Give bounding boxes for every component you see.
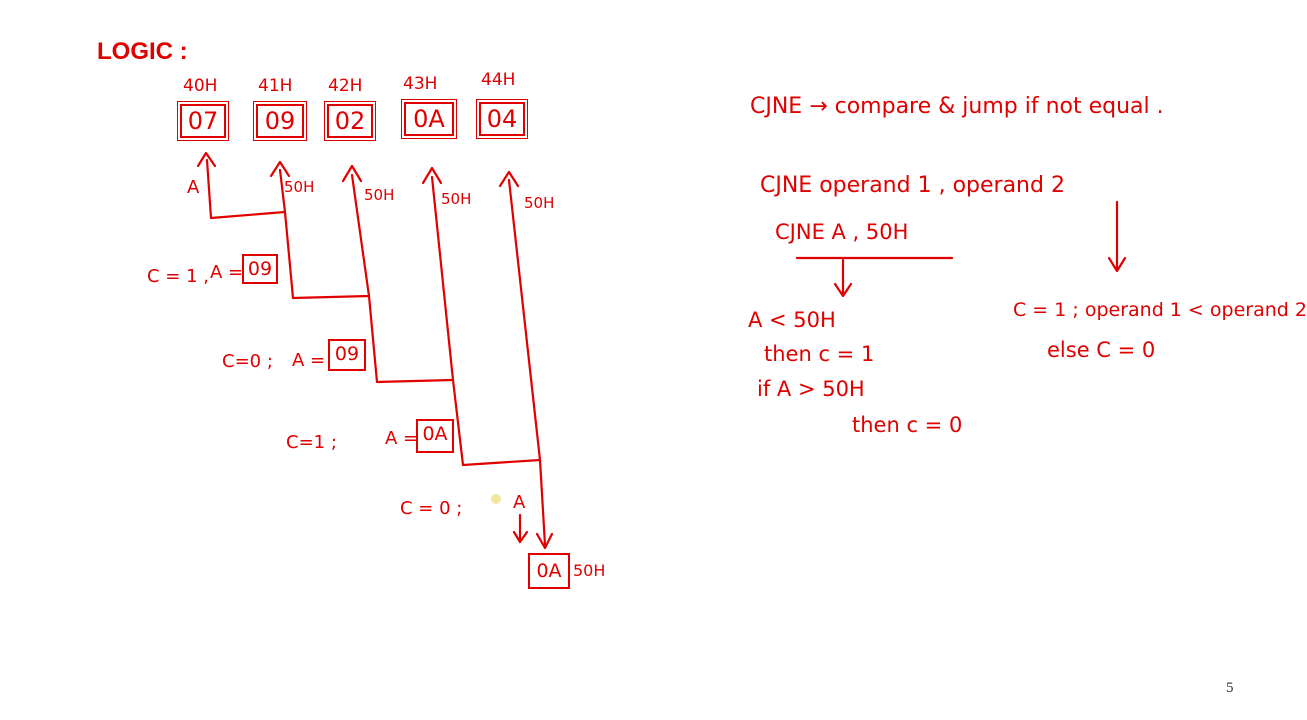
- memory-value-41h: 09: [253, 101, 307, 141]
- memory-address-44h: 44H: [481, 70, 516, 90]
- arrowhead-41h: [269, 160, 291, 178]
- memory-address-42h: 42H: [328, 76, 363, 96]
- step1-carry: C = 1 ,: [147, 266, 209, 287]
- step3-a-value: 0A: [416, 419, 454, 453]
- path-41h: [278, 168, 371, 300]
- path-a-40h: [205, 158, 287, 220]
- right-rule-1: C = 1 ; operand 1 < operand 2: [1013, 299, 1307, 321]
- right-rule-2: else C = 0: [1047, 338, 1156, 362]
- arrow-label-50h-4: 50H: [524, 194, 555, 212]
- arrowhead-left-rule: [833, 282, 853, 298]
- step2-a-label: A =: [292, 350, 326, 371]
- memory-value-44h: 04: [476, 99, 528, 139]
- result-value: 0A: [528, 553, 570, 589]
- left-rule-2: then c = 1: [764, 342, 875, 366]
- slide: LOGIC : 40H 41H 42H 43H 44H 07 09 02 0A …: [97, 38, 1307, 696]
- flow-diagram: [196, 151, 1127, 550]
- cursor-dot: [491, 494, 501, 504]
- memory-address-43h: 43H: [403, 74, 438, 94]
- arrowhead-43h: [421, 166, 443, 185]
- step3-carry: C=1 ;: [286, 432, 337, 453]
- result-address: 50H: [573, 561, 606, 580]
- step4-a-label: A: [513, 492, 526, 513]
- left-rule-1: A < 50H: [748, 308, 836, 332]
- arrowhead-42h: [341, 164, 363, 183]
- left-rule-3: if A > 50H: [757, 377, 865, 401]
- arrowhead-right-rule: [1107, 256, 1127, 273]
- arrow-label-50h-2: 50H: [364, 186, 395, 204]
- arrowhead-small-a: [512, 530, 529, 544]
- step2-carry: C=0 ;: [222, 351, 273, 372]
- cjne-definition: CJNE → compare & jump if not equal .: [750, 94, 1164, 119]
- arrow-label-50h-3: 50H: [441, 190, 472, 208]
- memory-value-43h: 0A: [401, 99, 457, 139]
- step1-a-value: 09: [242, 254, 278, 284]
- arrowhead-result: [535, 532, 554, 550]
- step1-a-label: A =: [210, 262, 244, 283]
- arrow-label-50h-1: 50H: [284, 178, 315, 196]
- path-42h: [350, 173, 455, 384]
- memory-address-41h: 41H: [258, 76, 293, 96]
- arrowhead-44h: [498, 170, 520, 188]
- arrow-label-a: A: [187, 177, 200, 198]
- left-rule-4: then c = 0: [852, 413, 963, 437]
- step3-a-label: A =: [385, 428, 419, 449]
- memory-value-42h: 02: [324, 101, 376, 141]
- step4-carry: C = 0 ;: [400, 498, 463, 519]
- arrowhead-40h: [196, 151, 217, 168]
- memory-address-40h: 40H: [183, 76, 218, 96]
- slide-title: LOGIC :: [97, 38, 188, 65]
- path-44h: [507, 178, 547, 547]
- page-number: 5: [1226, 680, 1234, 696]
- path-43h: [430, 175, 542, 467]
- step2-a-value: 09: [328, 339, 366, 371]
- cjne-syntax: CJNE operand 1 , operand 2: [760, 173, 1065, 198]
- memory-value-40h: 07: [177, 101, 229, 141]
- cjne-example: CJNE A , 50H: [775, 220, 909, 244]
